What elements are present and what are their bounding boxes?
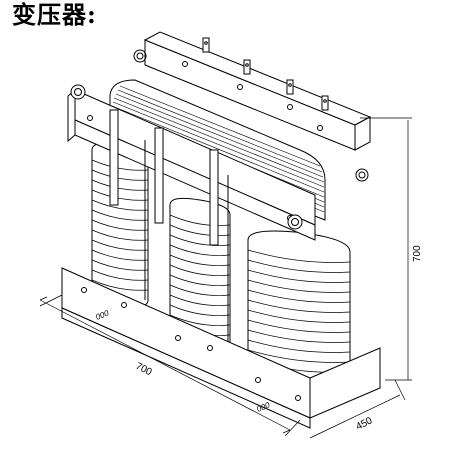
page-title: 变压器: [12,0,97,29]
top-front-clamp [67,88,316,241]
coil-left [91,142,149,308]
lifting-eye-front-right [287,214,303,230]
lifting-eye-front-left [70,84,86,100]
dimension-depth: 450 [354,415,374,433]
bottom-front-clamp [61,267,381,429]
lifting-eye-rear-right [355,168,369,182]
terminal-tabs [202,37,329,111]
top-rear-clamp [143,31,372,151]
lifting-eye-rear-left [133,49,147,63]
dimension-length: 700 [134,361,154,379]
dimension-lines [39,117,412,439]
dimension-height: 700 [412,245,423,262]
vertical-straps [109,109,229,345]
